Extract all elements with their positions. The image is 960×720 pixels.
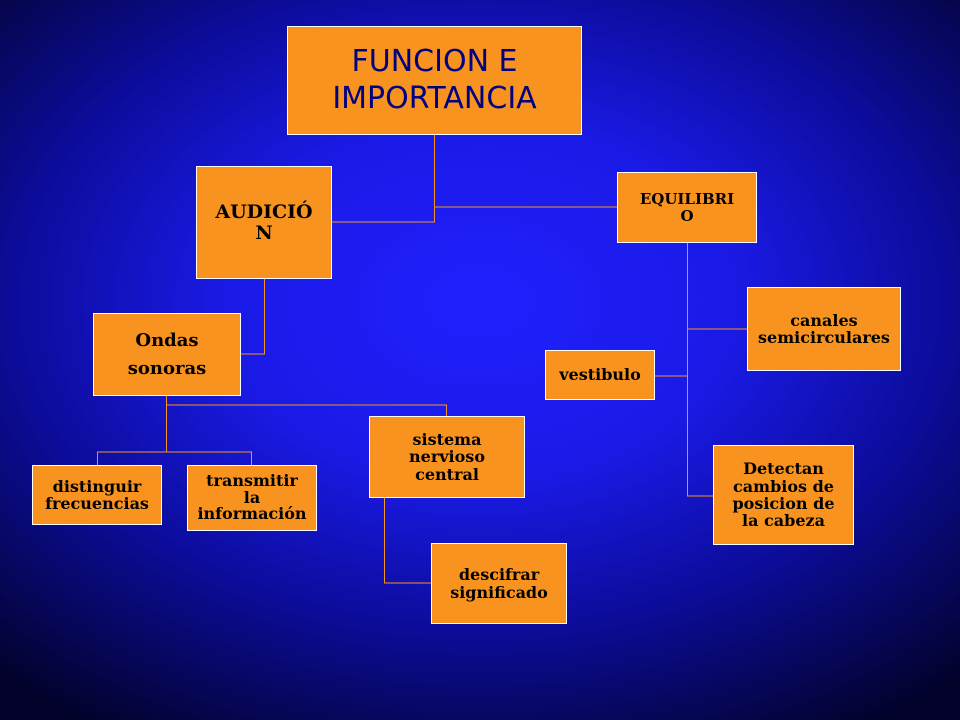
connector-equilibrio-trunk: [687, 243, 713, 497]
equilibrio-node: EQUILIBRI O: [617, 172, 757, 243]
descifrar-significado-text: descifrar significado: [450, 565, 548, 602]
canales-semicirculares-text: canales semicirculares: [758, 310, 890, 347]
sistema-nervioso-node: sistema nervioso central: [369, 416, 525, 498]
vestibulo-node: vestibulo: [545, 350, 655, 400]
vestibulo-text: vestibulo: [559, 365, 641, 385]
ondas-sonoras-text: Ondas sonoras: [127, 329, 207, 379]
connector-ondas-sistema: [166, 404, 447, 416]
detectan-cambios-text: Detectan cambios de posicion de la cabez…: [732, 459, 835, 531]
equilibrio-text: EQUILIBRI O: [639, 190, 735, 225]
sistema-nervioso-text: sistema nervioso central: [409, 430, 485, 484]
audicion-node: AUDICIÓ N: [196, 166, 332, 279]
distinguir-frecuencias-node: distinguir frecuencias: [32, 465, 162, 525]
title-text: FUNCION E IMPORTANCIA: [332, 43, 537, 116]
connector-sistema-descifrar: [384, 498, 431, 584]
audicion-text: AUDICIÓ N: [215, 200, 313, 244]
transmitir-informacion-text: transmitir la información: [197, 470, 307, 524]
descifrar-significado-node: descifrar significado: [431, 543, 567, 624]
distinguir-frecuencias-text: distinguir frecuencias: [45, 476, 149, 513]
transmitir-informacion-node: transmitir la información: [187, 465, 317, 531]
connector-title-audicion: [332, 135, 435, 223]
connector-ondas-bar: [97, 451, 252, 465]
title-node: FUNCION E IMPORTANCIA: [287, 26, 582, 135]
ondas-sonoras-node: Ondas sonoras: [93, 313, 241, 396]
detectan-cambios-node: Detectan cambios de posicion de la cabez…: [713, 445, 854, 545]
connector-audicion-ondas: [241, 279, 265, 355]
canales-semicirculares-node: canales semicirculares: [747, 287, 901, 371]
